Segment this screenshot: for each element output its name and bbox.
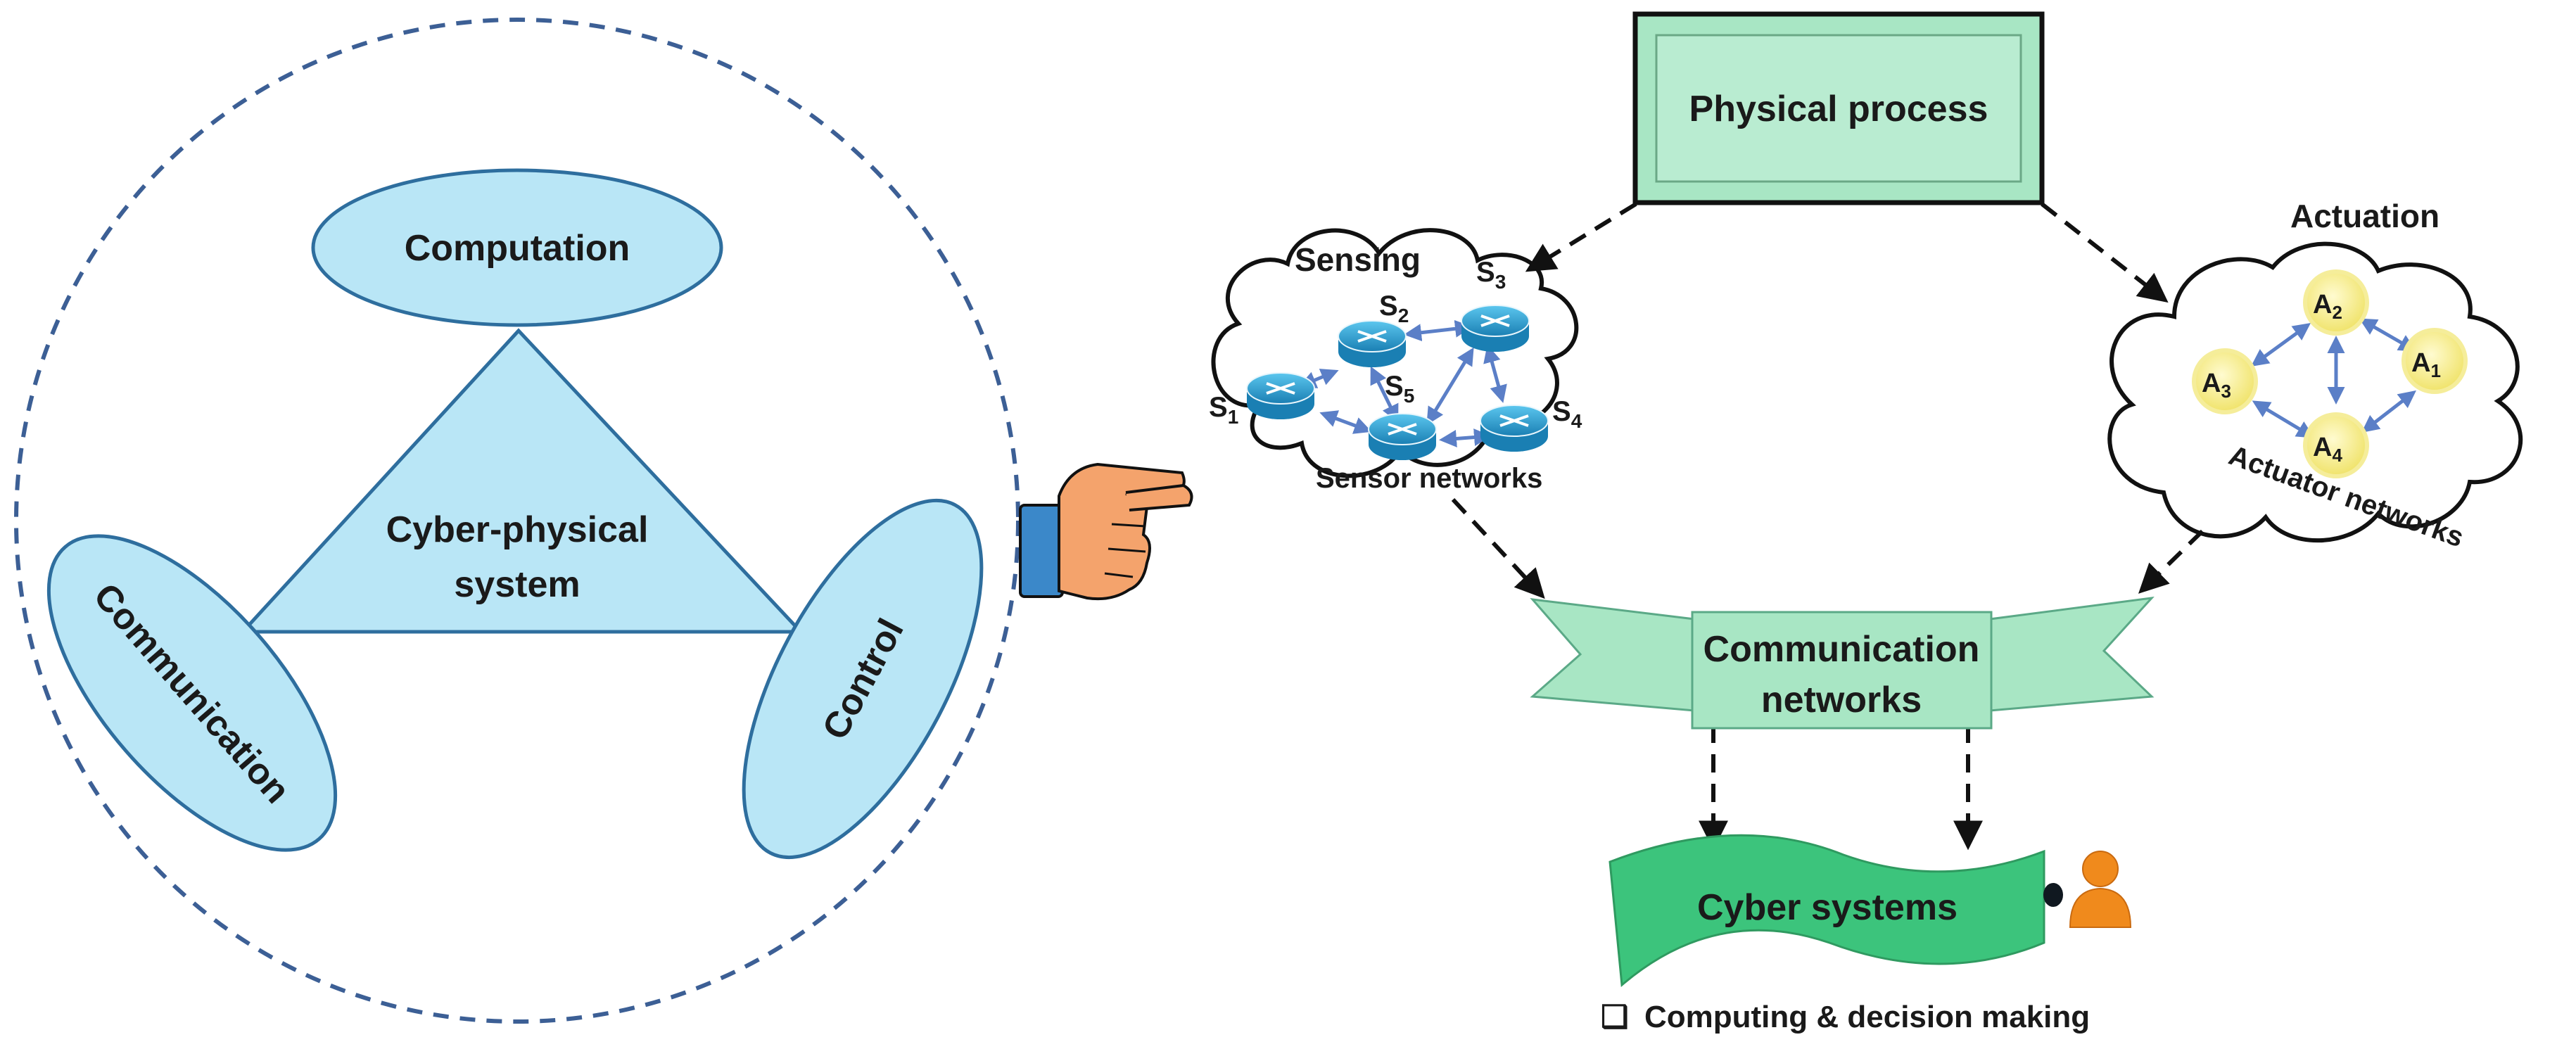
communication-networks-banner: Communication networks [1530,596,2155,730]
sensor-label-s1: S1 [1209,392,1238,428]
actuator-label-a4: A4 [2313,433,2342,466]
communication-ellipse [46,534,338,852]
sensor-node-s2 [1338,320,1407,367]
sensor-label-s4: S4 [1552,396,1582,432]
ribbon-center [1691,611,1993,730]
ribbon-right-tail [1988,596,2155,712]
arrow-process-to-actuation [2041,202,2169,303]
sensing-title: Sensing [1295,241,1421,278]
checkbox-icon: ❑ [1601,1000,1628,1034]
cps-concept-panel: Cyber-physical system Computation Commun… [14,18,1193,1024]
cps-triangle [239,328,805,634]
actuator-node-a3: A3 [2192,348,2258,414]
person-icon [2043,851,2132,928]
cps-label-line1: Cyber-physical [386,509,649,550]
sensor-label-s2: S2 [1379,291,1409,326]
sensor-networks-label: Sensor networks [1316,463,1542,494]
physical-process-label: Physical process [1689,89,1988,129]
computation-label: Computation [405,228,630,269]
actuator-label-a2: A2 [2313,290,2342,323]
cyber-systems-banner: Cyber systems [1609,834,2045,988]
sensor-node-s4 [1480,405,1549,452]
computing-note-label: Computing & decision making [1644,1000,2090,1034]
cps-label-line2: system [454,564,580,605]
dashed-boundary-circle [14,18,1020,1024]
arrow-sensing-to-communication [1451,497,1545,599]
actuation-title: Actuation [2290,198,2439,234]
ribbon-left-tail [1530,598,1696,712]
cyber-systems-label: Cyber systems [1697,887,1958,928]
sensor-node-s1 [1246,372,1315,419]
pointing-hand-icon [1019,462,1193,601]
actuator-label-a1: A1 [2411,348,2441,381]
flow-arrows [1451,202,2204,851]
cps-architecture-panel: Physical process Sensing Sensor networks [1209,11,2523,1034]
actuator-label-a3: A3 [2202,369,2231,402]
sensor-node-s3 [1461,305,1530,352]
sensor-label-s5: S5 [1385,371,1414,407]
computation-ellipse [311,168,723,327]
communication-networks-line1: Communication [1703,629,1980,670]
actuator-node-a2: A2 [2303,269,2369,336]
actuator-links [2250,318,2417,438]
actuator-node-a4: A4 [2303,412,2369,478]
computing-decision-note: ❑ Computing & decision making [1601,1000,2090,1034]
arrow-actuation-to-communication [2138,529,2204,594]
control-ellipse [742,498,984,860]
sensor-label-s3: S3 [1476,257,1506,293]
physical-process-box: Physical process [1632,11,2045,205]
arrow-process-to-sensing [1525,202,1637,272]
actuator-node-a1: A1 [2401,328,2468,394]
communication-networks-line2: networks [1761,680,1922,720]
sensor-node-s5 [1368,413,1437,460]
